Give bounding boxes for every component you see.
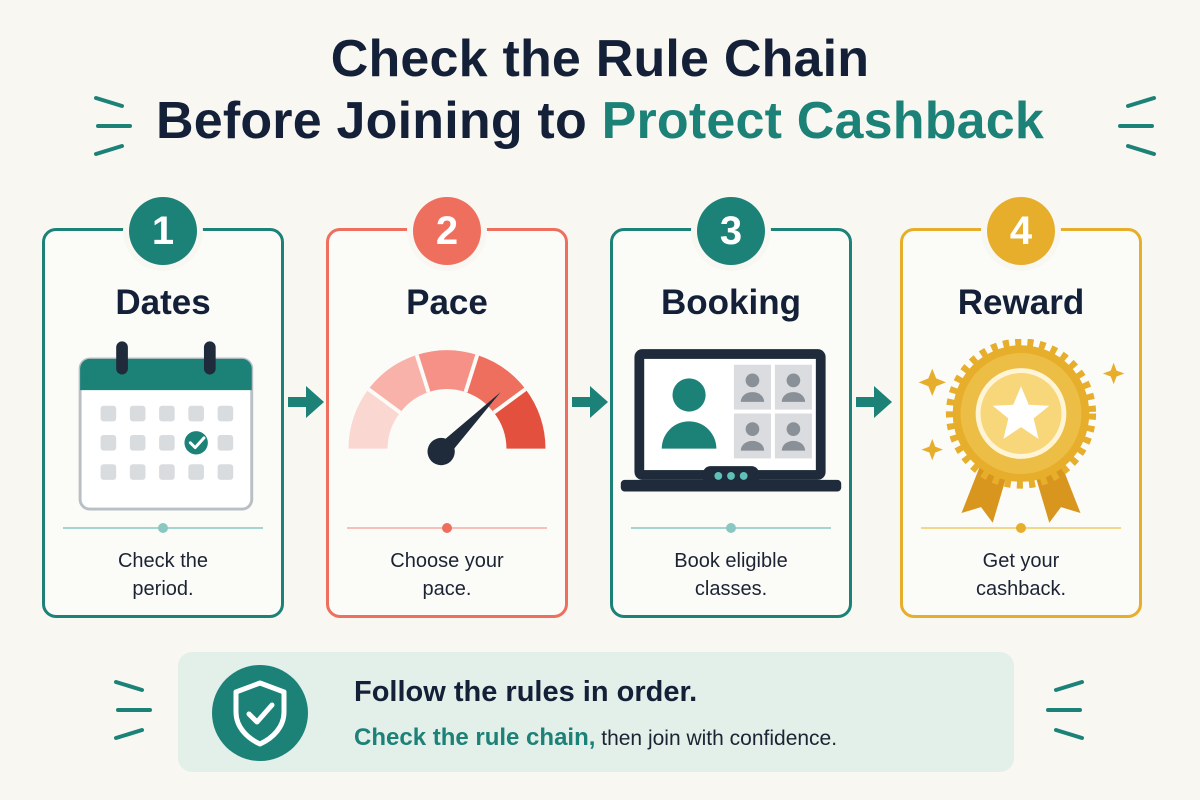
step-number-badge: 1 (129, 197, 197, 265)
arrow-right-icon (288, 386, 324, 418)
step-number-badge: 3 (697, 197, 765, 265)
step-title: Dates (115, 283, 211, 322)
shield-check-icon (212, 665, 308, 761)
step-card-reward: 4 Reward Get your cashback. (900, 197, 1142, 618)
step-card-pace: 2 Pace Choose your pace. (326, 197, 568, 618)
separator (631, 523, 831, 533)
title-line-2-plain: Before Joining to (155, 92, 602, 150)
separator (63, 523, 263, 533)
step-description: Get your cashback. (975, 550, 1067, 600)
banner-subtitle: Check the rule chain, then join with con… (354, 724, 837, 752)
title-line-2-accent: Protect Cashback (601, 92, 1045, 150)
speedometer-icon (348, 350, 546, 466)
step-number-badge: 4 (987, 197, 1055, 265)
step-title: Booking (661, 283, 801, 322)
banner-subtitle-highlight: Check the rule chain, (354, 724, 596, 751)
step-description: Book eligible classes. (674, 550, 788, 600)
step-description: Check the period. (117, 550, 209, 600)
summary-banner: Follow the rules in order. Check the rul… (178, 652, 1014, 772)
right-sparkle-dashes-icon (1118, 96, 1156, 156)
step-card-booking: 3 Booking Book eligible classes. (610, 197, 852, 618)
medal-icon (918, 339, 1125, 523)
separator (921, 523, 1121, 533)
banner-subtitle-rest: then join with confidence. (595, 727, 838, 750)
step-description: Choose your pace. (390, 550, 504, 600)
title-line-2: Before Joining to Protect Cashback (0, 90, 1200, 152)
title-line-1: Check the Rule Chain (330, 30, 870, 88)
laptop-icon (620, 349, 842, 492)
arrow-right-icon (572, 386, 608, 418)
page-title: Check the Rule Chain Before Joining to P… (0, 28, 1200, 152)
arrow-right-icon (856, 386, 892, 418)
banner-right-dashes-icon (1046, 680, 1084, 740)
step-card-dates: 1 Dates Check the period. (42, 197, 284, 618)
step-title: Pace (406, 283, 488, 322)
banner-title: Follow the rules in order. (354, 676, 698, 708)
left-sparkle-dashes-icon (94, 96, 132, 156)
separator (347, 523, 547, 533)
step-title: Reward (957, 283, 1085, 322)
calendar-icon (78, 341, 254, 511)
banner-left-dashes-icon (114, 680, 152, 740)
step-number-badge: 2 (413, 197, 481, 265)
